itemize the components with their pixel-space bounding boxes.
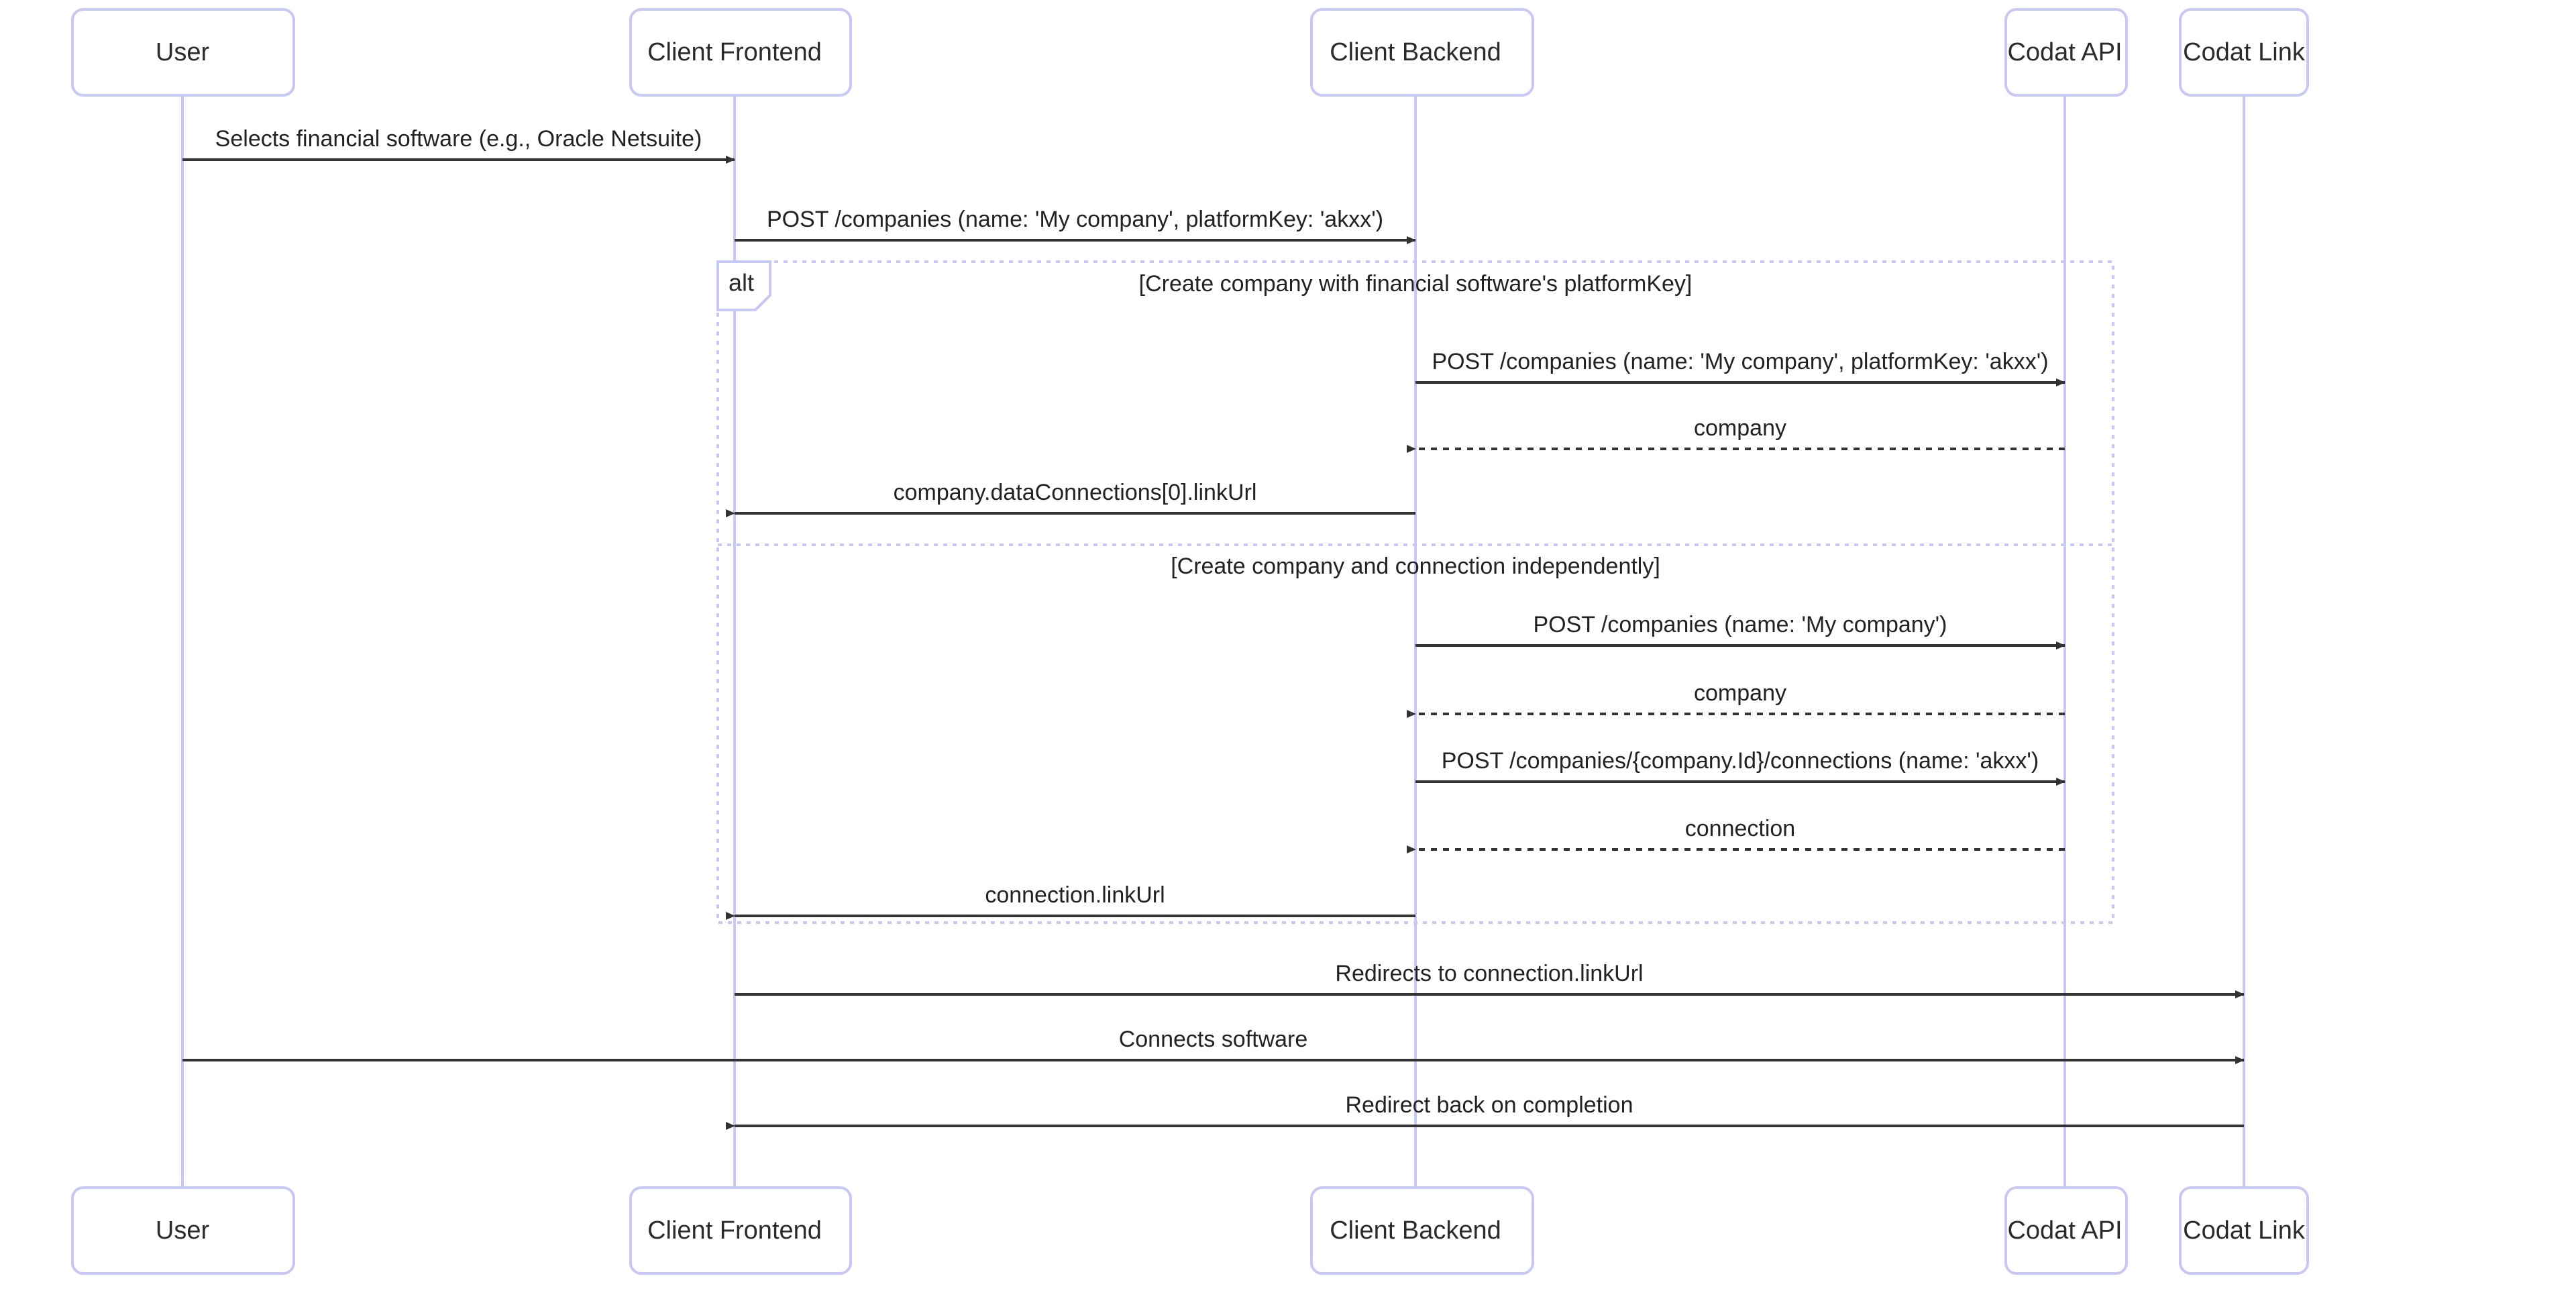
message-label: Redirect back on completion [1345,1092,1633,1118]
fragment-branch-condition: [Create company with financial software'… [1139,271,1693,297]
participant-codatlink-top[interactable]: Codat Link [2179,8,2309,97]
participant-box [1310,1186,1534,1275]
fragment-alt: alt [Create company with financial softwa… [716,260,2114,924]
participant-label: Codat API [2007,1216,2122,1245]
lifelines-layer [181,95,2245,1188]
message-label: Selects financial software (e.g., Oracle… [215,126,702,152]
participant-box [1310,8,1534,97]
participant-label: Codat API [2007,38,2122,66]
participant-frontend-bottom[interactable]: Client Frontend [629,1186,852,1275]
message-m2: POST /companies (name: 'My company', pla… [735,207,1416,244]
participant-codatapi-top[interactable]: Codat API [2004,8,2128,97]
participant-box [629,8,852,97]
participant-label: Client Frontend [647,1216,822,1245]
fragments-layer: alt [Create company with financial softwa… [716,260,2114,924]
participant-codatapi-bottom[interactable]: Codat API [2004,1186,2128,1275]
participant-backend-bottom[interactable]: Client Backend [1310,1186,1534,1275]
participant-label: Codat Link [2183,1216,2306,1245]
message-label: POST /companies (name: 'My company', pla… [1432,349,2048,374]
message-label: POST /companies (name: 'My company') [1533,612,1947,637]
message-label: company.dataConnections[0].linkUrl [894,480,1257,505]
participant-label: Client Backend [1330,38,1501,66]
participant-box [2179,1186,2309,1275]
message-m1: Selects financial software (e.g., Oracle… [182,126,735,164]
message-label: connection [1685,816,1795,841]
participant-codatlink-bottom[interactable]: Codat Link [2179,1186,2309,1275]
message-m13: Redirect back on completion [726,1092,2244,1130]
message-m11: Redirects to connection.linkUrl [735,961,2245,998]
message-label: POST /companies (name: 'My company', pla… [767,207,1383,232]
participant-label: User [156,1216,210,1245]
message-label: Connects software [1119,1027,1308,1052]
message-label: connection.linkUrl [985,882,1165,908]
message-label: company [1694,415,1786,441]
fragment-branch-condition: [Create company and connection independe… [1171,554,1660,579]
message-m10: connection.linkUrl [726,882,1415,920]
message-m5: company.dataConnections[0].linkUrl [726,480,1415,517]
fragment-tab [716,260,771,311]
participant-box [2179,8,2309,97]
participant-box [71,1186,295,1275]
message-m6: POST /companies (name: 'My company') [1415,612,2065,650]
participant-label: Codat Link [2183,38,2306,66]
participant-label: User [156,38,210,66]
participant-backend-top[interactable]: Client Backend [1310,8,1534,97]
participant-label: Client Backend [1330,1216,1501,1245]
participant-user-bottom[interactable]: User [71,1186,295,1275]
message-m3: POST /companies (name: 'My company', pla… [1415,349,2065,386]
message-m12: Connects software [182,1027,2245,1064]
participant-user-top[interactable]: User [71,8,295,97]
participant-box [2004,8,2128,97]
participant-box [71,8,295,97]
message-label: Redirects to connection.linkUrl [1335,961,1643,986]
participants-bottom-layer: User Client Frontend Client Backend Codat A… [71,1186,2309,1275]
participants-top-layer: User Client Frontend Client Backend Codat A… [71,8,2309,97]
participant-frontend-top[interactable]: Client Frontend [629,8,852,97]
messages-layer: Selects financial software (e.g., Oracle… [182,126,2245,1130]
message-m4: company [1407,415,2065,453]
message-label: company [1694,680,1786,706]
participant-box [629,1186,852,1275]
participant-label: Client Frontend [647,38,822,66]
message-m7: company [1407,680,2065,718]
fragment-tab-label: alt [729,269,754,297]
message-m8: POST /companies/{company.Id}/connections… [1415,748,2065,786]
message-label: POST /companies/{company.Id}/connections… [1442,748,2039,774]
participant-box [2004,1186,2128,1275]
message-m9: connection [1407,816,2065,853]
fragment-frame [716,260,2114,924]
